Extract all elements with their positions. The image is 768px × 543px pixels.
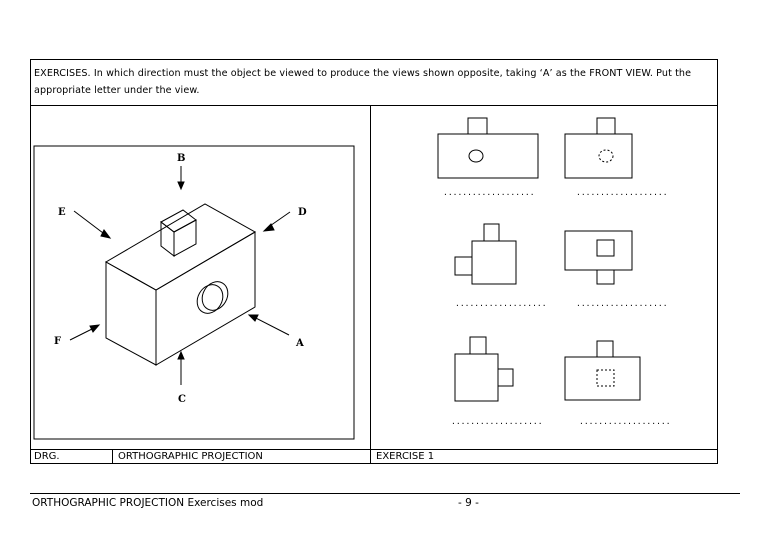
title-block-divider <box>112 449 113 464</box>
answer-blank-1: ................... <box>443 188 535 197</box>
cube-right-face <box>173 219 197 257</box>
panel-divider <box>370 106 371 449</box>
object-left-face <box>105 261 157 366</box>
orthographic-view-1 <box>437 117 539 179</box>
isometric-object <box>104 203 257 366</box>
direction-label-d: D <box>298 207 307 218</box>
orthographic-view-2 <box>564 117 633 179</box>
footer-document-title: ORTHOGRAPHIC PROJECTION Exercises mod <box>32 497 264 509</box>
direction-label-c: C <box>178 394 186 405</box>
arrow-head <box>177 181 185 191</box>
direction-label-e: E <box>58 207 66 218</box>
direction-label-f: F <box>54 336 61 347</box>
cylinder-boss-back <box>196 284 224 314</box>
answer-blank-2: ................... <box>576 188 668 197</box>
orthographic-view-6 <box>564 340 641 401</box>
drawing-number-label: DRG. <box>34 451 60 462</box>
exercise-instructions: EXERCISES. In which direction must the o… <box>30 59 718 106</box>
direction-label-b: B <box>177 153 185 164</box>
isometric-view-box <box>33 145 355 440</box>
arrow-head <box>262 223 275 232</box>
arrow-head <box>100 229 112 239</box>
worksheet-frame <box>30 59 718 464</box>
orthographic-view-3 <box>454 223 517 285</box>
title-block-divider <box>370 449 371 464</box>
direction-label-a: A <box>295 338 304 349</box>
exercise-number: EXERCISE 1 <box>376 451 435 462</box>
answer-blank-3: ................... <box>455 299 547 308</box>
answer-blank-4: ................... <box>576 299 668 308</box>
cube-top-face <box>160 209 197 233</box>
object-right-face <box>155 231 256 366</box>
arrow-head <box>89 324 101 333</box>
view-arrows <box>69 166 291 385</box>
orthographic-view-4 <box>564 230 633 285</box>
arrow-head <box>177 350 185 360</box>
footer-rule <box>30 493 740 494</box>
title-block: DRG. ORTHOGRAPHIC PROJECTION EXERCISE 1 <box>30 449 718 464</box>
arrow-head <box>247 314 259 322</box>
cylinder-boss <box>201 281 229 311</box>
drawing-title: ORTHOGRAPHIC PROJECTION <box>118 451 263 462</box>
object-top-face <box>104 203 257 291</box>
cube-left-face <box>160 220 175 258</box>
orthographic-view-5 <box>454 336 514 402</box>
answer-blank-6: ................... <box>579 417 671 426</box>
answer-blank-5: ................... <box>451 417 543 426</box>
footer-page-number: - 9 - <box>458 497 479 509</box>
